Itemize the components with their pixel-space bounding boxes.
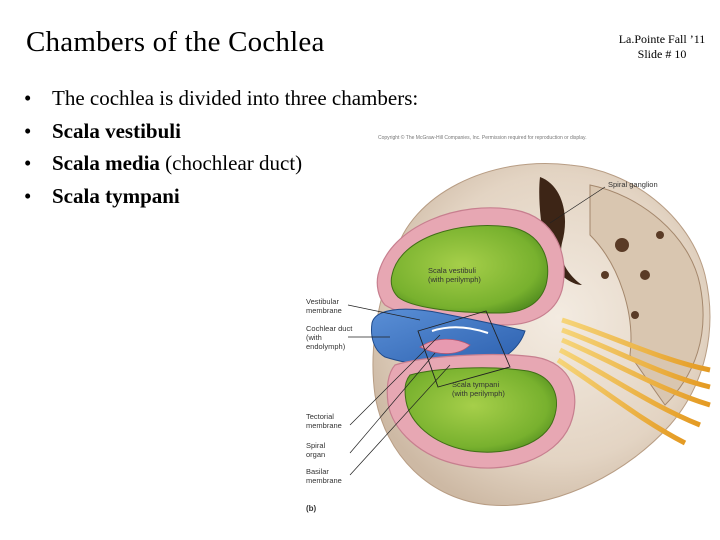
bullet-dot: • — [24, 86, 32, 110]
tectorial-membrane-detail — [431, 326, 489, 334]
label-vestibular-membrane: Vestibular — [306, 297, 339, 306]
bone-cavity — [631, 311, 639, 319]
label-tectorial-membrane: Tectorial — [306, 412, 334, 421]
bullet-item: • Scala tympani — [24, 180, 418, 213]
label-tectorial-membrane-2: membrane — [306, 421, 342, 430]
bone-cavity — [615, 238, 629, 252]
inset-outline — [417, 310, 511, 388]
label-spiral-organ-2: organ — [306, 450, 325, 459]
bullet-item: • Scala vestibuli — [24, 115, 418, 148]
slide-title: Chambers of the Cochlea — [26, 26, 325, 58]
bullet-list: • The cochlea is divided into three cham… — [24, 82, 418, 212]
bone-cavity — [601, 271, 609, 279]
label-cochlear-duct-3: endolymph) — [306, 342, 346, 351]
bone-cavity — [640, 270, 650, 280]
bone-cavity — [656, 231, 664, 239]
leader-lines — [347, 186, 606, 476]
slide-meta: La.Pointe Fall ’11 Slide # 10 — [612, 32, 712, 62]
label-scala-vestibuli: Scala vestibuli — [428, 266, 476, 275]
label-scala-tympani-detail: (with perilymph) — [452, 389, 505, 398]
label-basilar-membrane-2: membrane — [306, 476, 342, 485]
bullet-detail: (chochlear duct) — [159, 151, 303, 175]
panel-label: (b) — [306, 504, 317, 513]
cochlea-cross-section-figure: Copyright © The McGraw-Hill Companies, I… — [306, 134, 711, 513]
label-vestibular-membrane-2: membrane — [306, 306, 342, 315]
cochlear-nerve — [556, 317, 711, 446]
label-scala-tympani: Scala tympani — [452, 380, 499, 389]
bullet-item: • Scala media (chochlear duct) — [24, 147, 418, 180]
label-basilar-membrane: Basilar — [306, 467, 329, 476]
bullet-text: Scala vestibuli — [52, 118, 181, 143]
label-spiral-ganglion: Spiral ganglion — [608, 180, 658, 189]
slide-number: Slide # 10 — [637, 47, 687, 61]
bullet-text: The cochlea is divided into three chambe… — [52, 86, 419, 110]
scala-vestibuli-chamber — [390, 224, 549, 314]
bullet-dot: • — [24, 118, 32, 143]
bullet-text: Scala tympani — [52, 183, 180, 208]
label-cochlear-duct: Cochlear duct — [306, 324, 353, 333]
bullet-dot: • — [24, 151, 32, 175]
bullet-text: Scala media — [52, 151, 160, 175]
label-scala-vestibuli-detail: (with perilymph) — [428, 275, 481, 284]
label-cochlear-duct-2: (with — [306, 333, 322, 342]
label-spiral-organ: Spiral — [306, 441, 326, 450]
course-label: La.Pointe Fall ’11 — [618, 32, 706, 46]
bullet-dot: • — [24, 183, 32, 208]
cochlear-duct-chamber — [371, 308, 526, 368]
figure-copyright: Copyright © The McGraw-Hill Companies, I… — [378, 134, 587, 141]
bullet-item: • The cochlea is divided into three cham… — [24, 82, 418, 115]
